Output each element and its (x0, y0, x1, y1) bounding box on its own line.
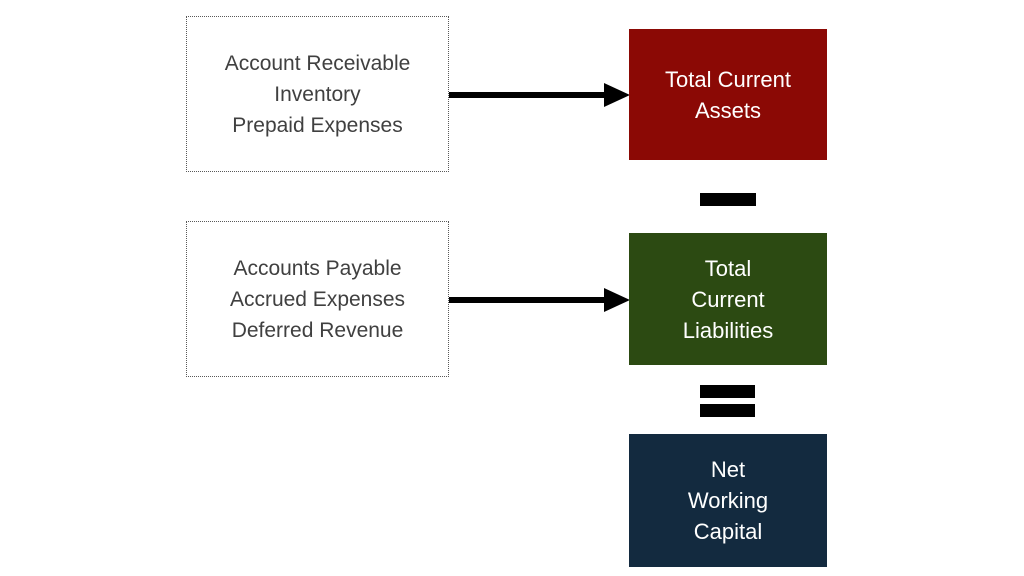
box-line: Net (710, 457, 746, 482)
box-line: Capital (693, 519, 763, 544)
input-line: Prepaid Expenses (232, 113, 403, 137)
arrow-right-icon (449, 83, 630, 107)
arrow-right-icon (449, 288, 630, 312)
input-line: Deferred Revenue (231, 318, 404, 342)
box-line: Total (704, 255, 752, 281)
input-line: Accounts Payable (233, 256, 402, 280)
equals-operator-icon (700, 404, 755, 417)
input-line: Inventory (274, 82, 361, 106)
input-line: Account Receivable (224, 51, 411, 75)
box-line: Liabilities (682, 317, 774, 343)
total-current-liabilities-box: Total Current Liabilities (629, 233, 827, 365)
minus-operator-icon (700, 193, 756, 206)
current-assets-components-box: Account Receivable Inventory Prepaid Exp… (186, 16, 449, 172)
box-line: Total Current (665, 66, 791, 92)
total-current-assets-box: Total Current Assets (629, 29, 827, 160)
box-line: Working (687, 488, 769, 513)
box-line: Assets (694, 97, 762, 123)
input-line: Accrued Expenses (229, 287, 406, 311)
box-line: Current (691, 286, 765, 312)
equals-operator-icon (700, 385, 755, 398)
current-liabilities-components-box: Accounts Payable Accrued Expenses Deferr… (186, 221, 449, 377)
net-working-capital-box: Net Working Capital (629, 434, 827, 567)
